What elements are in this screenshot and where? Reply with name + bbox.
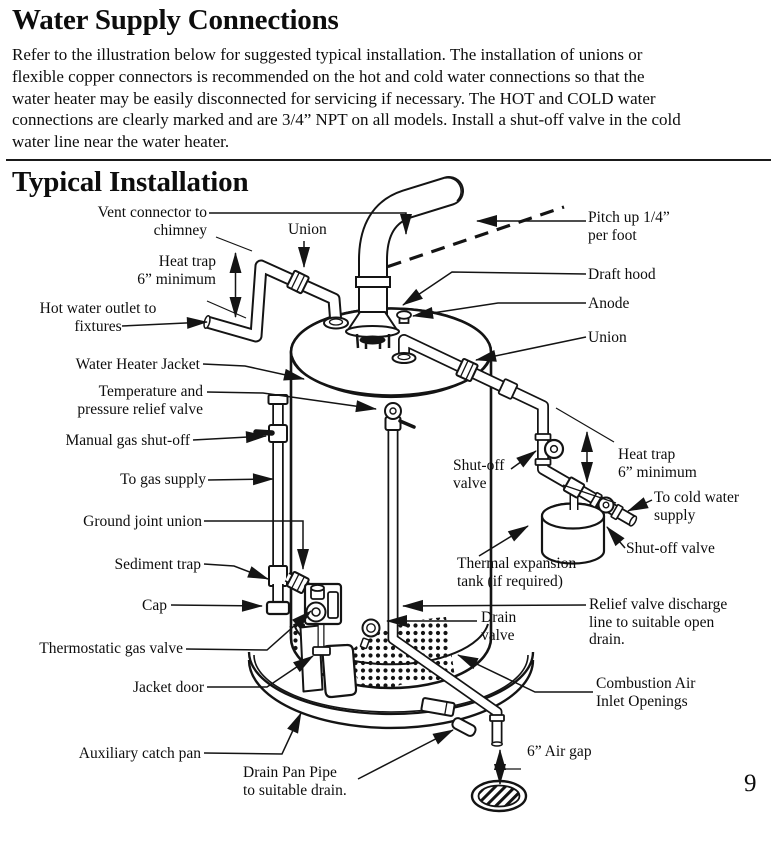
label-manual-gas-shutoff: Manual gas shut-off xyxy=(65,432,190,449)
label-vent-connector: Vent connector to chimney xyxy=(97,204,207,239)
drain-pan-pipe xyxy=(420,697,477,737)
drain-valve xyxy=(359,618,381,650)
anode-fitting xyxy=(396,310,412,324)
cold-union-fitting xyxy=(455,357,479,383)
label-drain-pan-pipe: Drain Pan Pipe to suitable drain. xyxy=(243,764,347,799)
shutoff-valve-upper xyxy=(534,433,565,466)
label-shutoff-valve-upper: Shut-off valve xyxy=(453,457,505,492)
label-drain-valve: Drain valve xyxy=(481,609,517,644)
vent-connector-pipe xyxy=(355,176,565,333)
label-thermostatic-gas-valve: Thermostatic gas valve xyxy=(39,640,183,657)
manual-gas-shutoff-valve xyxy=(253,424,288,443)
label-cap: Cap xyxy=(142,597,167,614)
page-title: Water Supply Connections xyxy=(12,4,339,36)
gas-tee xyxy=(268,565,288,587)
label-hot-water-outlet: Hot water outlet to fixtures xyxy=(39,300,157,335)
label-jacket-door: Jacket door xyxy=(132,679,204,696)
draft-hood xyxy=(345,311,400,349)
section-title: Typical Installation xyxy=(12,166,249,198)
label-water-heater-jacket: Water Heater Jacket xyxy=(75,356,200,373)
floor-drain xyxy=(470,779,528,813)
sediment-trap-cap xyxy=(265,600,291,616)
section-divider xyxy=(6,159,771,161)
label-auxiliary-catch-pan: Auxiliary catch pan xyxy=(78,745,201,762)
label-pitch-up: Pitch up 1/4” per foot xyxy=(588,209,670,244)
ground-joint-union-fitting xyxy=(286,571,310,594)
label-temp-pressure-relief: Temperature and pressure relief valve xyxy=(77,383,203,418)
hot-union-fitting xyxy=(286,269,310,295)
cold-coupling xyxy=(497,378,519,400)
intro-paragraph: Refer to the illustration below for sugg… xyxy=(12,45,681,152)
label-union-hot: Union xyxy=(288,221,327,238)
thermal-expansion-tank xyxy=(540,502,606,565)
label-union-cold: Union xyxy=(588,329,627,346)
label-ground-joint-union: Ground joint union xyxy=(83,513,202,530)
label-anode: Anode xyxy=(588,295,630,312)
label-combustion-air: Combustion Air Inlet Openings xyxy=(596,675,696,710)
label-draft-hood: Draft hood xyxy=(588,266,656,283)
label-heat-trap-right: Heat trap 6” minimum xyxy=(618,446,697,481)
label-sediment-trap: Sediment trap xyxy=(114,556,201,573)
label-shutoff-valve-lower: Shut-off valve xyxy=(626,540,715,557)
label-to-gas-supply: To gas supply xyxy=(120,471,206,488)
label-to-cold-water: To cold water supply xyxy=(654,489,739,524)
hot-water-piping xyxy=(203,259,349,343)
label-relief-valve-discharge: Relief valve discharge line to suitable … xyxy=(589,596,728,648)
discharge-pipe-coupling xyxy=(489,714,505,722)
dimension-lines xyxy=(206,236,617,785)
vent-collar xyxy=(355,276,391,288)
relief-valve-discharge-pipe xyxy=(384,402,505,747)
leader-lines xyxy=(121,212,653,780)
label-thermal-expansion-tank: Thermal expansion tank (if required) xyxy=(457,555,577,590)
cold-water-piping xyxy=(391,334,638,527)
label-heat-trap-left: Heat trap 6” minimum xyxy=(137,253,216,288)
pitch-guide-dashed-line xyxy=(365,205,565,276)
page-number: 9 xyxy=(744,770,757,797)
label-air-gap: 6” Air gap xyxy=(527,743,592,760)
temperature-pressure-relief-valve xyxy=(384,402,416,431)
